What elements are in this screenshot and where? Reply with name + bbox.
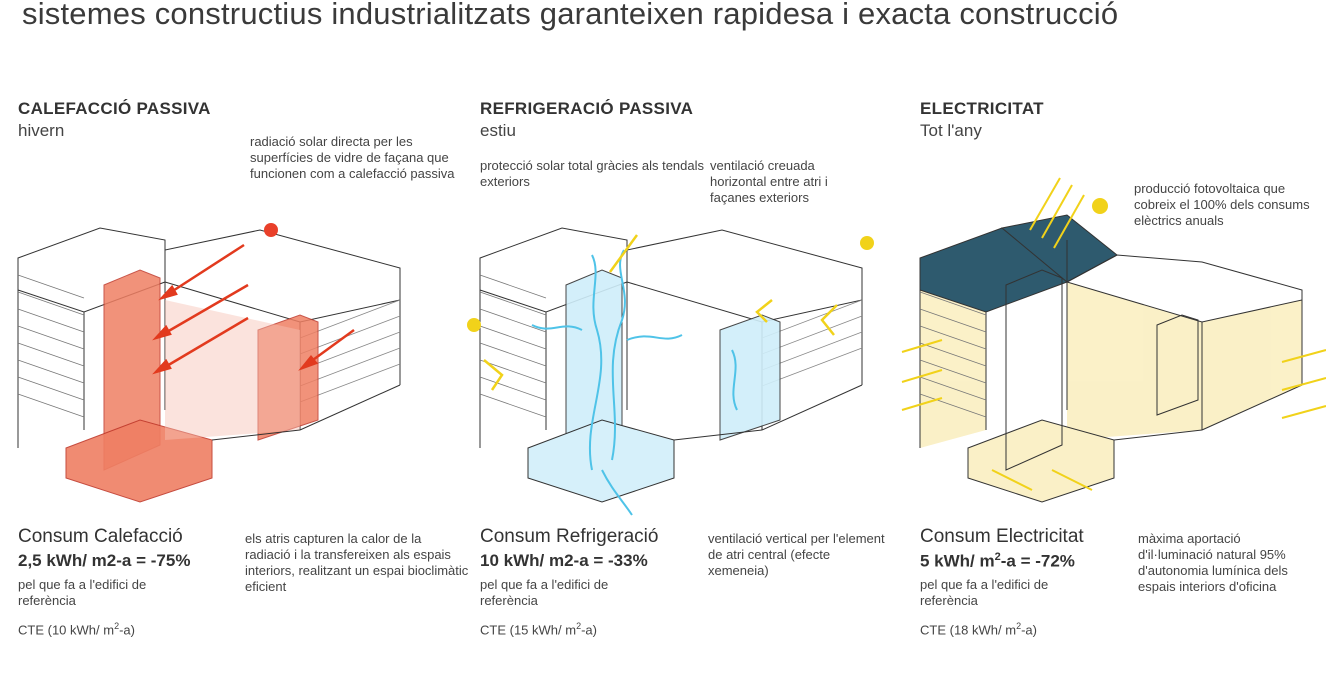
sun-icon — [1092, 198, 1108, 214]
sun-icon — [264, 223, 278, 237]
sun-icon — [467, 318, 481, 332]
value-superscript: 2 — [994, 551, 1001, 563]
cte-reference: CTE (18 kWh/ m2-a) — [920, 621, 1037, 637]
note-natural-lighting: màxima aportació d'il·luminació natural … — [1138, 531, 1288, 594]
electricity-building-diagram — [901, 177, 1326, 503]
panel-title: REFRIGERACIÓ PASSIVA — [480, 99, 694, 118]
cte-superscript: 2 — [1016, 621, 1022, 631]
cte-prefix: CTE (10 kWh/ m — [18, 622, 115, 638]
cte-suffix: -a) — [1021, 622, 1037, 638]
consumption-reference: pel que fa a l'edifici de referència — [480, 577, 609, 608]
cooling-building-diagram — [467, 227, 874, 516]
note-solar-radiation: radiació solar directa per les superfíci… — [250, 134, 455, 181]
cte-prefix: CTE (15 kWh/ m — [480, 622, 577, 638]
panel-heating: CALEFACCIÓ PASSIVA hivern radiació solar… — [0, 0, 468, 700]
note-photovoltaic: producció fotovoltaica que cobreix el 10… — [1134, 181, 1310, 228]
page-headline: sistemes constructius industrialitzats g… — [22, 0, 1119, 31]
cte-suffix: -a) — [119, 622, 135, 638]
panel-cooling: REFRIGERACIÓ PASSIVA estiu protecció sol… — [462, 0, 902, 700]
panel-subtitle: hivern — [18, 121, 65, 140]
consumption-reference: pel que fa a l'edifici de referència — [18, 577, 147, 608]
cte-reference: CTE (15 kWh/ m2-a) — [480, 621, 597, 637]
note-solar-protection: protecció solar total gràcies als tendal… — [480, 158, 705, 189]
consumption-label: Consum Refrigeració — [480, 526, 659, 547]
note-atrium-heat: els atris capturen la calor de la radiac… — [245, 531, 469, 594]
heating-building-diagram — [17, 223, 401, 503]
note-cross-ventilation: ventilació creuada horizontal entre atri… — [710, 158, 828, 205]
panel-electricity: ELECTRICITAT Tot l'any producció fotovol… — [901, 0, 1326, 700]
sun-icon — [860, 236, 874, 250]
consumption-label: Consum Calefacció — [18, 526, 183, 547]
cte-reference: CTE (10 kWh/ m2-a) — [18, 621, 135, 637]
note-vertical-ventilation: ventilació vertical per l'element de atr… — [708, 531, 885, 578]
cte-superscript: 2 — [576, 621, 582, 631]
consumption-value: 10 kWh/ m2-a = -33% — [480, 551, 648, 570]
value-prefix: 5 kWh/ m — [920, 551, 995, 571]
cte-superscript: 2 — [114, 621, 120, 631]
consumption-reference: pel que fa a l'edifici de referència — [920, 577, 1049, 608]
panel-subtitle: Tot l'any — [920, 121, 982, 140]
cte-suffix: -a) — [581, 622, 597, 638]
panel-title: ELECTRICITAT — [920, 99, 1044, 118]
consumption-value: 2,5 kWh/ m2-a = -75% — [18, 551, 191, 570]
panel-title: CALEFACCIÓ PASSIVA — [18, 99, 211, 118]
value-suffix: -a = -72% — [1000, 551, 1075, 571]
panel-subtitle: estiu — [480, 121, 516, 140]
consumption-value: 5 kWh/ m2-a = -72% — [920, 551, 1075, 572]
cte-prefix: CTE (18 kWh/ m — [920, 622, 1017, 638]
consumption-label: Consum Electricitat — [920, 526, 1084, 547]
